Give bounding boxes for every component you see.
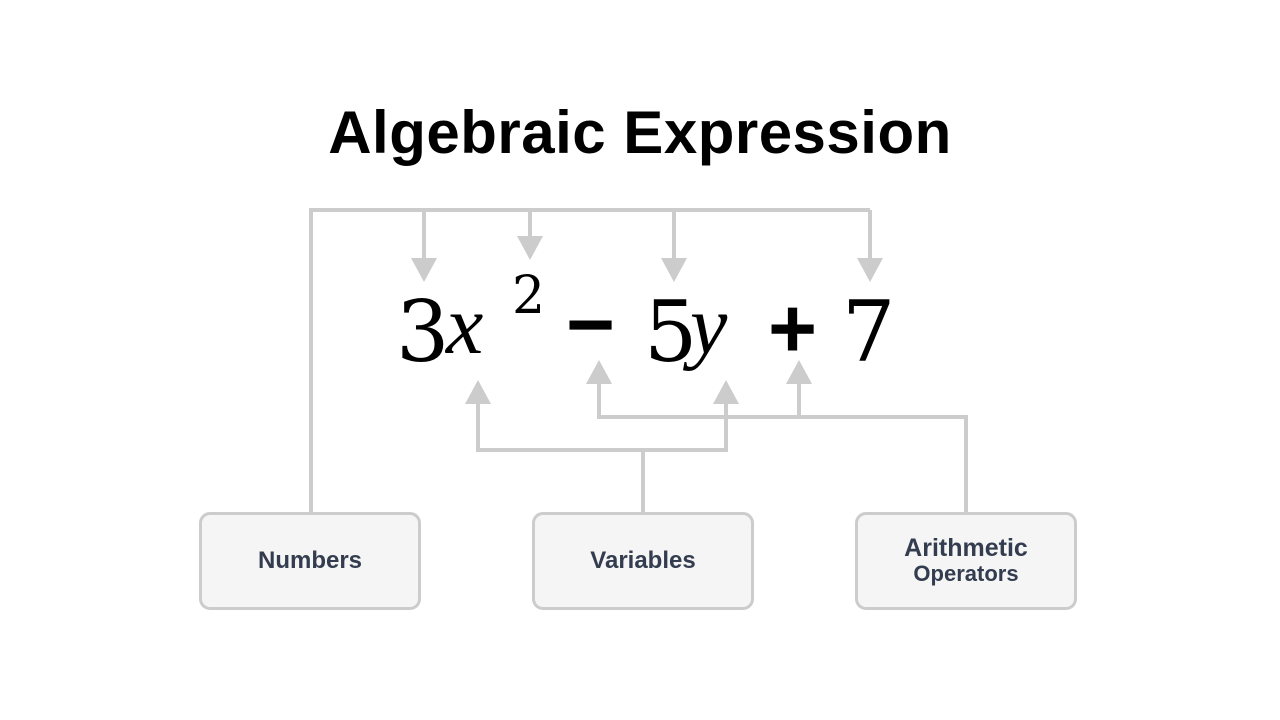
- numbers-label: Numbers: [257, 547, 363, 574]
- term-number-5: 5: [644, 283, 698, 381]
- operators-label-line2: Operators: [913, 561, 1019, 586]
- term-variable-y: y: [690, 279, 728, 372]
- arrow-down-icon: [661, 258, 687, 282]
- diagram-title: Algebraic Expression: [328, 99, 952, 166]
- arrow-down-icon: [411, 258, 437, 282]
- term-operator-minus: −: [566, 277, 616, 371]
- numbers-box: Numbers: [199, 512, 421, 610]
- arithmetic-operators-box: Arithmetic Operators: [855, 512, 1077, 610]
- term-operator-plus: +: [768, 281, 818, 375]
- operators-connector: [597, 380, 968, 512]
- variables-label: Variables: [590, 547, 696, 574]
- arrow-up-icon: [465, 380, 491, 404]
- arrow-down-icon: [857, 258, 883, 282]
- term-number-7: 7: [842, 283, 896, 381]
- operators-label-line1: Arithmetic: [904, 534, 1028, 562]
- term-variable-x: x: [446, 279, 484, 372]
- variables-box: Variables: [532, 512, 754, 610]
- arrow-down-icon: [517, 236, 543, 260]
- term-exponent-2: 2: [512, 266, 546, 326]
- arrow-up-icon: [786, 360, 812, 384]
- variables-connector: [476, 400, 728, 452]
- arrow-up-icon: [586, 360, 612, 384]
- numbers-connector: [309, 208, 870, 512]
- arrow-up-icon: [713, 380, 739, 404]
- term-number-3: 3: [396, 283, 450, 381]
